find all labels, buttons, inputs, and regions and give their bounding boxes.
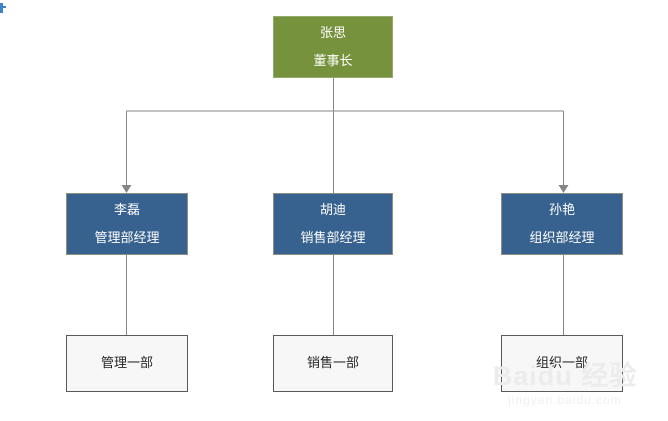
node-chairman-name: 张思 — [319, 25, 346, 41]
node-manager-sales-name: 胡迪 — [319, 202, 346, 218]
node-manager-org[interactable]: 孙艳 组织部经理 — [501, 193, 623, 255]
node-manager-admin[interactable]: 李磊 管理部经理 — [66, 193, 188, 255]
node-manager-org-title: 组织部经理 — [529, 229, 595, 245]
node-manager-org-name: 孙艳 — [548, 202, 575, 218]
arrowhead-left — [121, 185, 132, 193]
node-chairman[interactable]: 张思 董事长 — [273, 16, 393, 78]
node-dept-sales-1-label: 销售一部 — [306, 355, 359, 371]
selection-handle-icon — [0, 3, 6, 13]
arrowhead-right — [558, 185, 569, 193]
node-dept-admin-1[interactable]: 管理一部 — [66, 335, 188, 392]
node-dept-org-1-label: 组织一部 — [535, 355, 588, 371]
node-dept-org-1[interactable]: 组织一部 — [501, 335, 623, 392]
node-manager-admin-name: 李磊 — [113, 202, 140, 218]
node-dept-sales-1[interactable]: 销售一部 — [273, 335, 393, 392]
node-manager-admin-title: 管理部经理 — [94, 229, 160, 245]
node-manager-sales-title: 销售部经理 — [300, 229, 366, 245]
watermark-sub-text: jingyan.baidu.com — [508, 393, 622, 407]
node-dept-admin-1-label: 管理一部 — [100, 355, 153, 371]
node-chairman-title: 董事长 — [313, 52, 353, 68]
node-manager-sales[interactable]: 胡迪 销售部经理 — [273, 193, 393, 255]
